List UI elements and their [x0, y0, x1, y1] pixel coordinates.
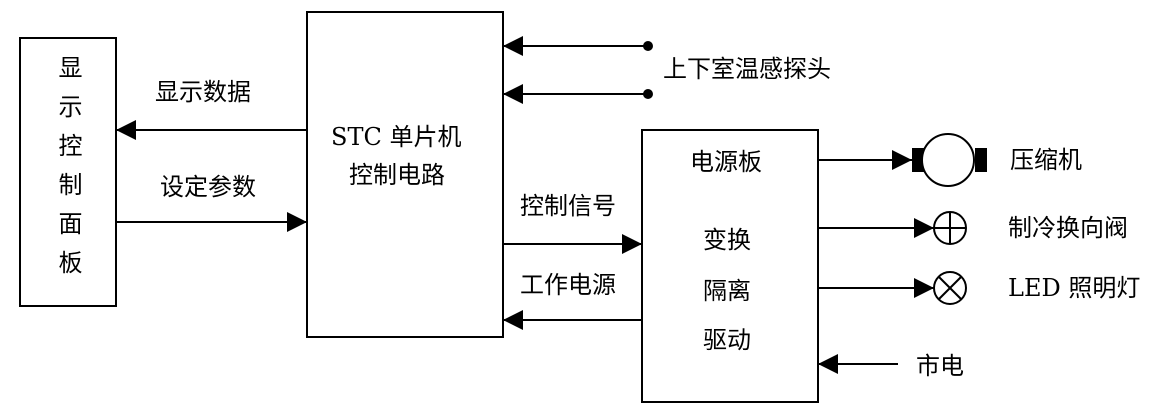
compressor-left-terminal	[912, 148, 924, 172]
valve-label: 制冷换向阀	[1008, 214, 1128, 242]
display-panel-box	[19, 37, 117, 307]
working-power-label: 工作电源	[520, 271, 616, 299]
mcu-title-line-1: STC 单片机	[331, 123, 462, 151]
led-label: LED 照明灯	[1008, 274, 1141, 302]
power-line-1: 变换	[703, 226, 751, 254]
mcu-title-line-2: 控制电路	[349, 161, 445, 189]
control-signal-label: 控制信号	[520, 192, 616, 220]
display-panel-label: 显示控制面板	[54, 55, 82, 289]
mains-label: 市电	[916, 352, 964, 380]
display-data-label: 显示数据	[155, 78, 251, 106]
compressor-label: 压缩机	[1010, 146, 1082, 174]
power-line-2: 隔离	[703, 277, 751, 305]
sensor-dot-upper	[643, 41, 653, 51]
sensor-label: 上下室温感探头	[663, 55, 831, 83]
compressor-right-terminal	[975, 148, 987, 172]
power-line-3: 驱动	[703, 326, 751, 354]
led-icon-cross-b	[938, 276, 962, 300]
power-box	[641, 129, 819, 403]
mcu-box	[306, 11, 504, 338]
compressor-icon	[921, 133, 975, 187]
set-params-label: 设定参数	[160, 173, 256, 201]
sensor-dot-lower	[643, 89, 653, 99]
power-title: 电源板	[690, 148, 762, 176]
